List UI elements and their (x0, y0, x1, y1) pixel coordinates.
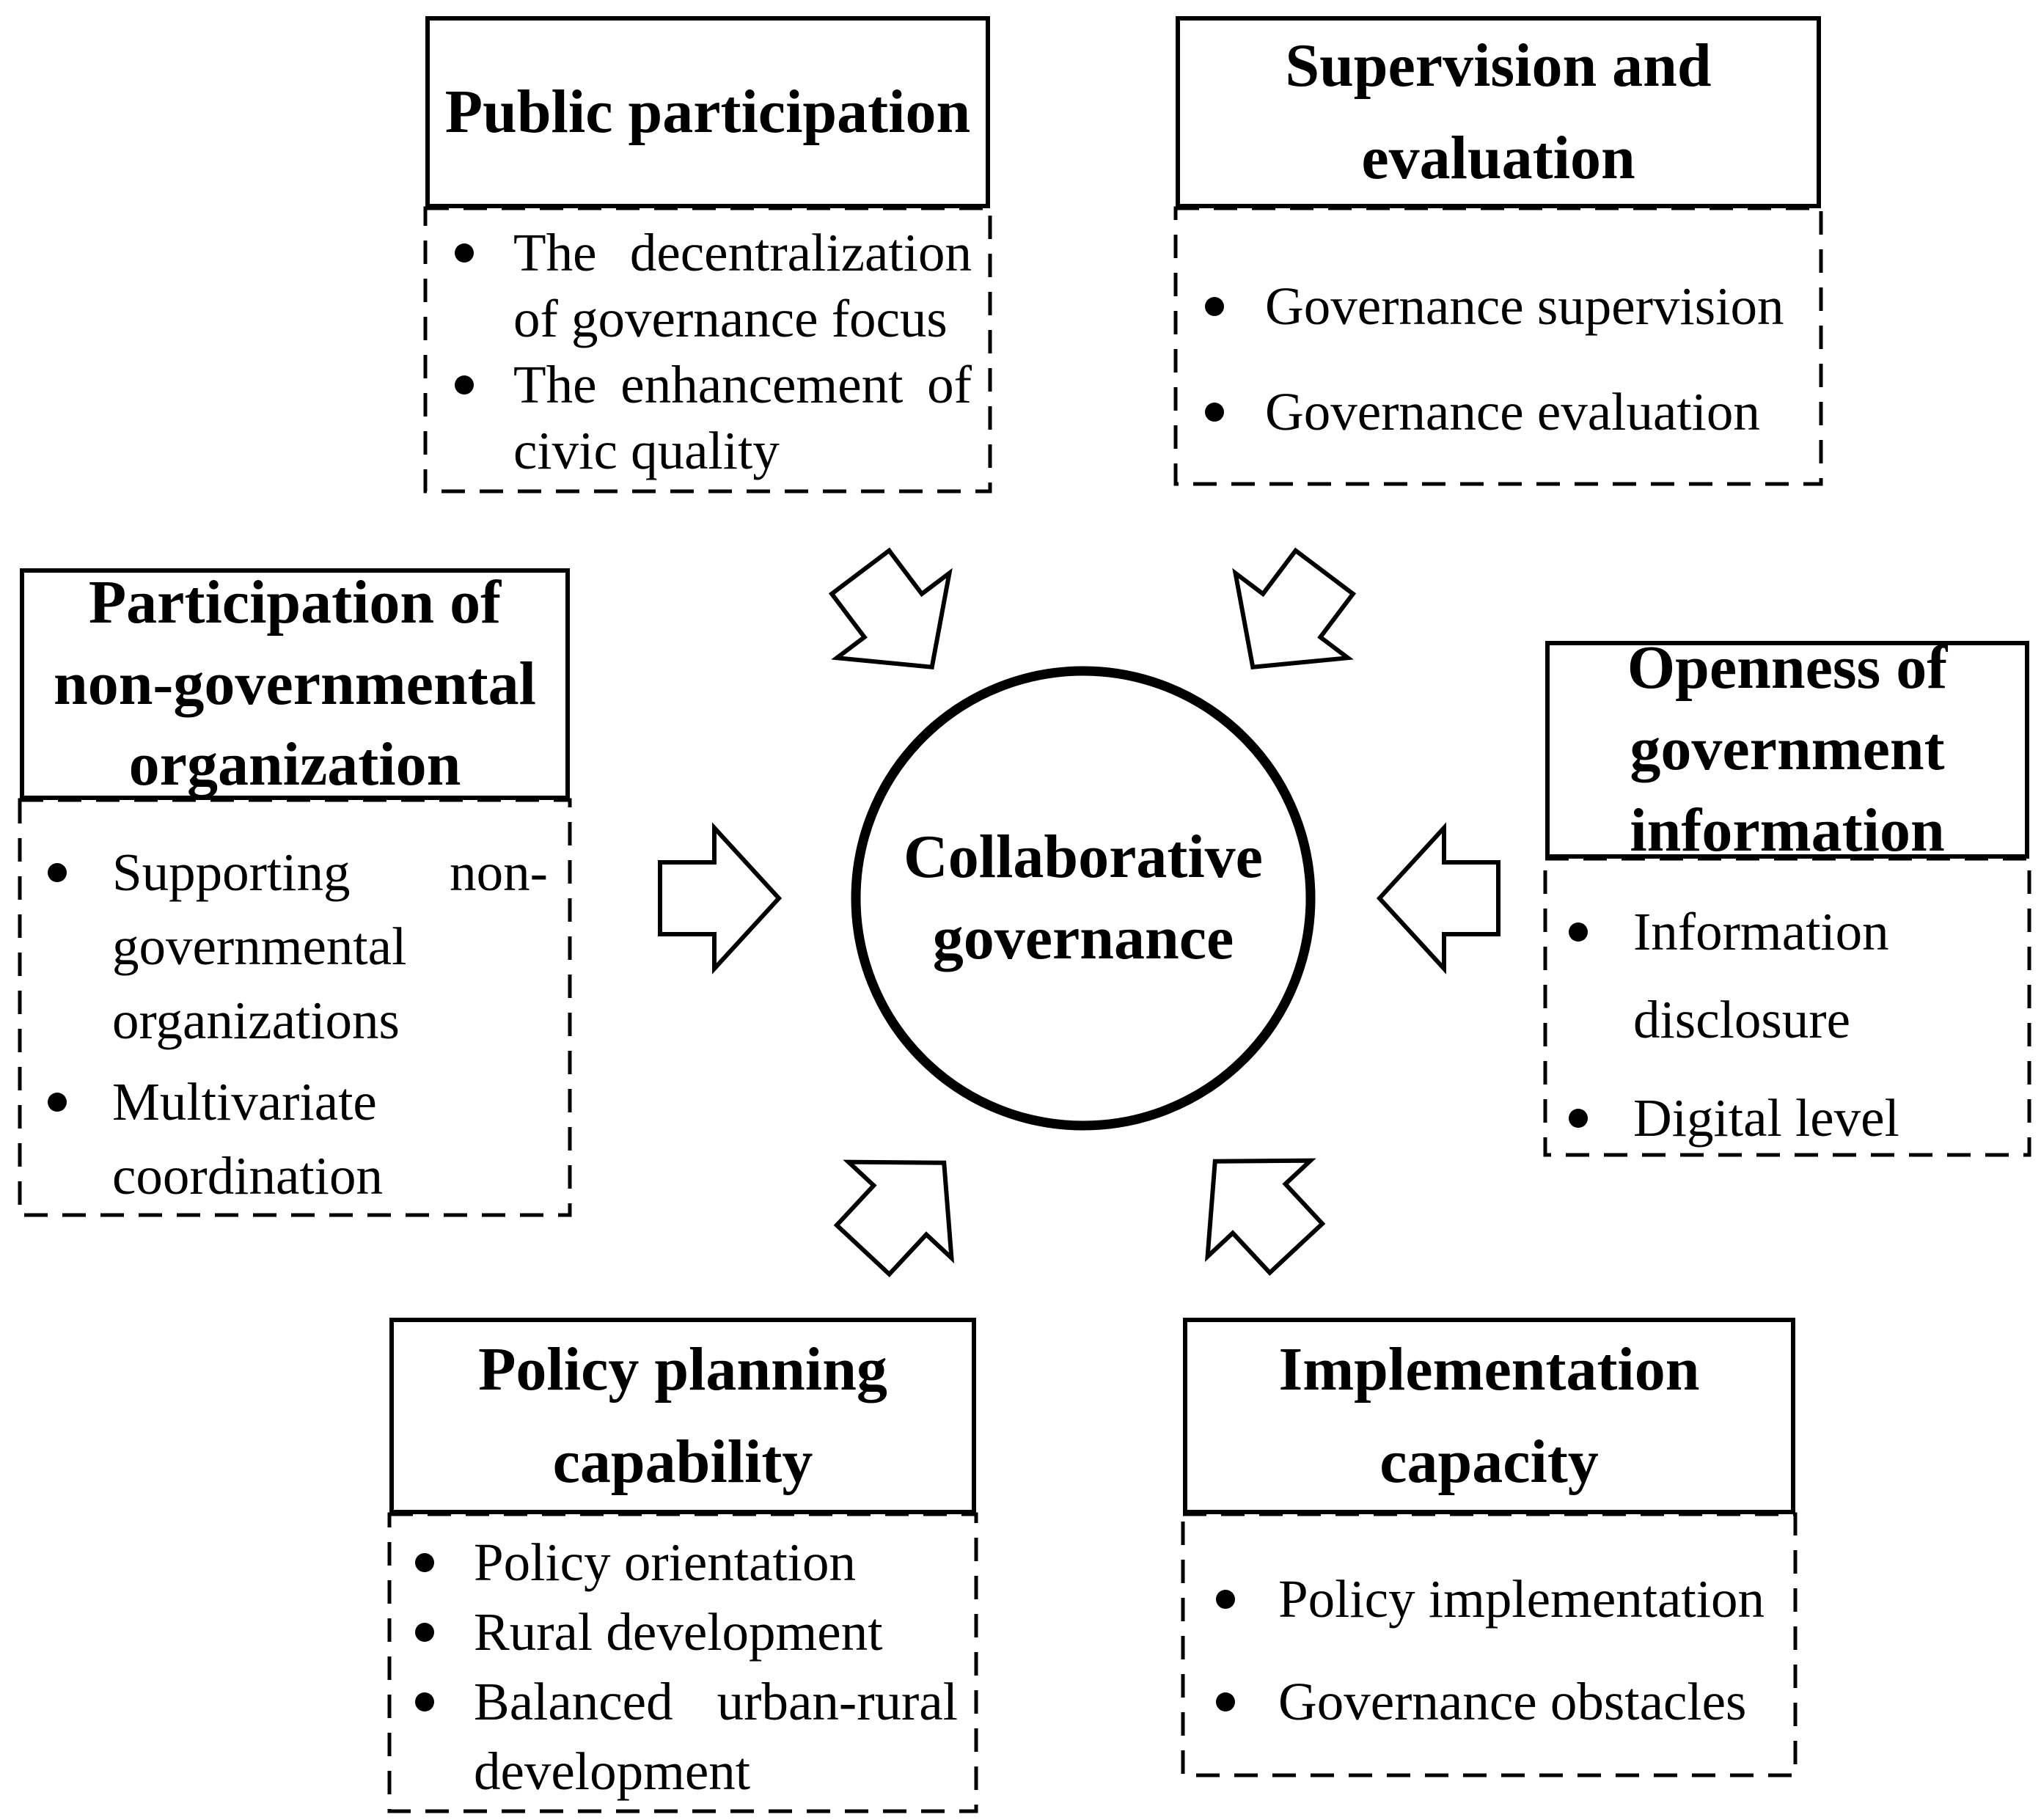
list-item: Digital level (1569, 1074, 2016, 1162)
arrow-from-implementation-capacity-icon (1204, 1158, 1326, 1276)
bullet-text: Policy implementation (1278, 1569, 1765, 1629)
list-item: Governance obstacles (1216, 1668, 1781, 1736)
bullet-text: Governance obstacles (1278, 1672, 1747, 1731)
bullet-list-policy-planning: Policy orientation Rural development Bal… (389, 1514, 976, 1811)
list-item: Supporting non-governmental organization… (48, 835, 548, 1057)
bullet-text: Governance supervision (1265, 276, 1784, 336)
bullet-dot-icon (1569, 1109, 1588, 1128)
bullet-text: Rural development (474, 1602, 883, 1662)
dashed-box-openness-information (1543, 856, 2031, 1157)
bullet-dot-icon (48, 862, 67, 882)
dashed-box-ngo-participation (18, 798, 572, 1217)
list-item: The enhancement of civic quality (455, 352, 972, 484)
bullet-text: Multivariate coordination (112, 1072, 383, 1206)
arrow-from-ngo-participation-icon (658, 822, 783, 975)
bullet-list-supervision-evaluation: Governance supervision Governance evalua… (1176, 208, 1821, 484)
bullet-dot-icon (1205, 297, 1224, 316)
bullet-text: Policy orientation (474, 1533, 857, 1592)
list-item: Balanced urban-rural development (415, 1667, 958, 1806)
bullet-text: The decentralization of governance focus (513, 223, 972, 348)
bullet-list-public-participation: The decentralization of governance focus… (425, 208, 990, 491)
bullet-dot-icon (1216, 1590, 1235, 1609)
bullet-list-implementation-capacity: Policy implementation Governance obstacl… (1183, 1514, 1795, 1775)
bullet-dot-icon (415, 1692, 434, 1711)
bullet-dot-icon (415, 1622, 434, 1642)
center-label: Collaborative governance (904, 823, 1263, 972)
bullet-text: Governance evaluation (1265, 382, 1760, 441)
bullet-text: The enhancement of civic quality (513, 355, 972, 480)
bullet-dot-icon (1216, 1692, 1235, 1711)
bullet-dot-icon (415, 1552, 434, 1572)
dashed-box-public-participation (423, 206, 992, 493)
bullet-text: Digital level (1633, 1088, 1899, 1148)
title-box-openness-information: Openness of government information (1545, 634, 2029, 865)
bullet-dot-icon (48, 1092, 67, 1112)
bullet-text: Supporting non-governmental organization… (112, 843, 548, 1050)
bullet-dot-icon (1205, 403, 1224, 422)
bullet-text: Information disclosure (1633, 902, 1889, 1049)
list-item: Policy implementation (1216, 1566, 1781, 1633)
title-box-ngo-participation: Participation of non-governmental organi… (20, 568, 570, 800)
dashed-box-policy-planning (387, 1512, 978, 1813)
title-box-policy-planning: Policy planning capability (389, 1318, 976, 1514)
arrow-from-openness-information-icon (1376, 822, 1500, 975)
bullet-list-ngo-participation: Supporting non-governmental organization… (20, 800, 570, 1215)
arrow-from-policy-planning-icon (833, 1159, 955, 1277)
arrow-from-public-participation-icon (828, 547, 953, 669)
list-item: Policy orientation (415, 1527, 958, 1597)
list-item: Rural development (415, 1597, 958, 1667)
list-item: Governance evaluation (1205, 378, 1806, 446)
dashed-box-supervision-evaluation (1173, 206, 1823, 486)
center-circle (851, 666, 1316, 1131)
bullet-dot-icon (455, 375, 474, 395)
bullet-dot-icon (455, 243, 474, 263)
title-box-supervision-evaluation: Supervision and evaluation (1176, 16, 1821, 208)
list-item: The decentralization of governance focus (455, 220, 972, 352)
title-box-implementation-capacity: Implementation capacity (1183, 1318, 1795, 1514)
arrow-from-supervision-evaluation-icon (1232, 547, 1357, 669)
bullet-dot-icon (1569, 922, 1588, 942)
title-box-public-participation: Public participation (425, 16, 990, 208)
bullet-list-openness-information: Information disclosure Digital level (1545, 859, 2029, 1155)
list-item: Governance supervision (1205, 273, 1806, 340)
list-item: Information disclosure (1569, 888, 2016, 1064)
bullet-text: Balanced urban-rural development (474, 1672, 958, 1801)
dashed-box-implementation-capacity (1181, 1512, 1798, 1777)
list-item: Multivariate coordination (48, 1065, 548, 1213)
